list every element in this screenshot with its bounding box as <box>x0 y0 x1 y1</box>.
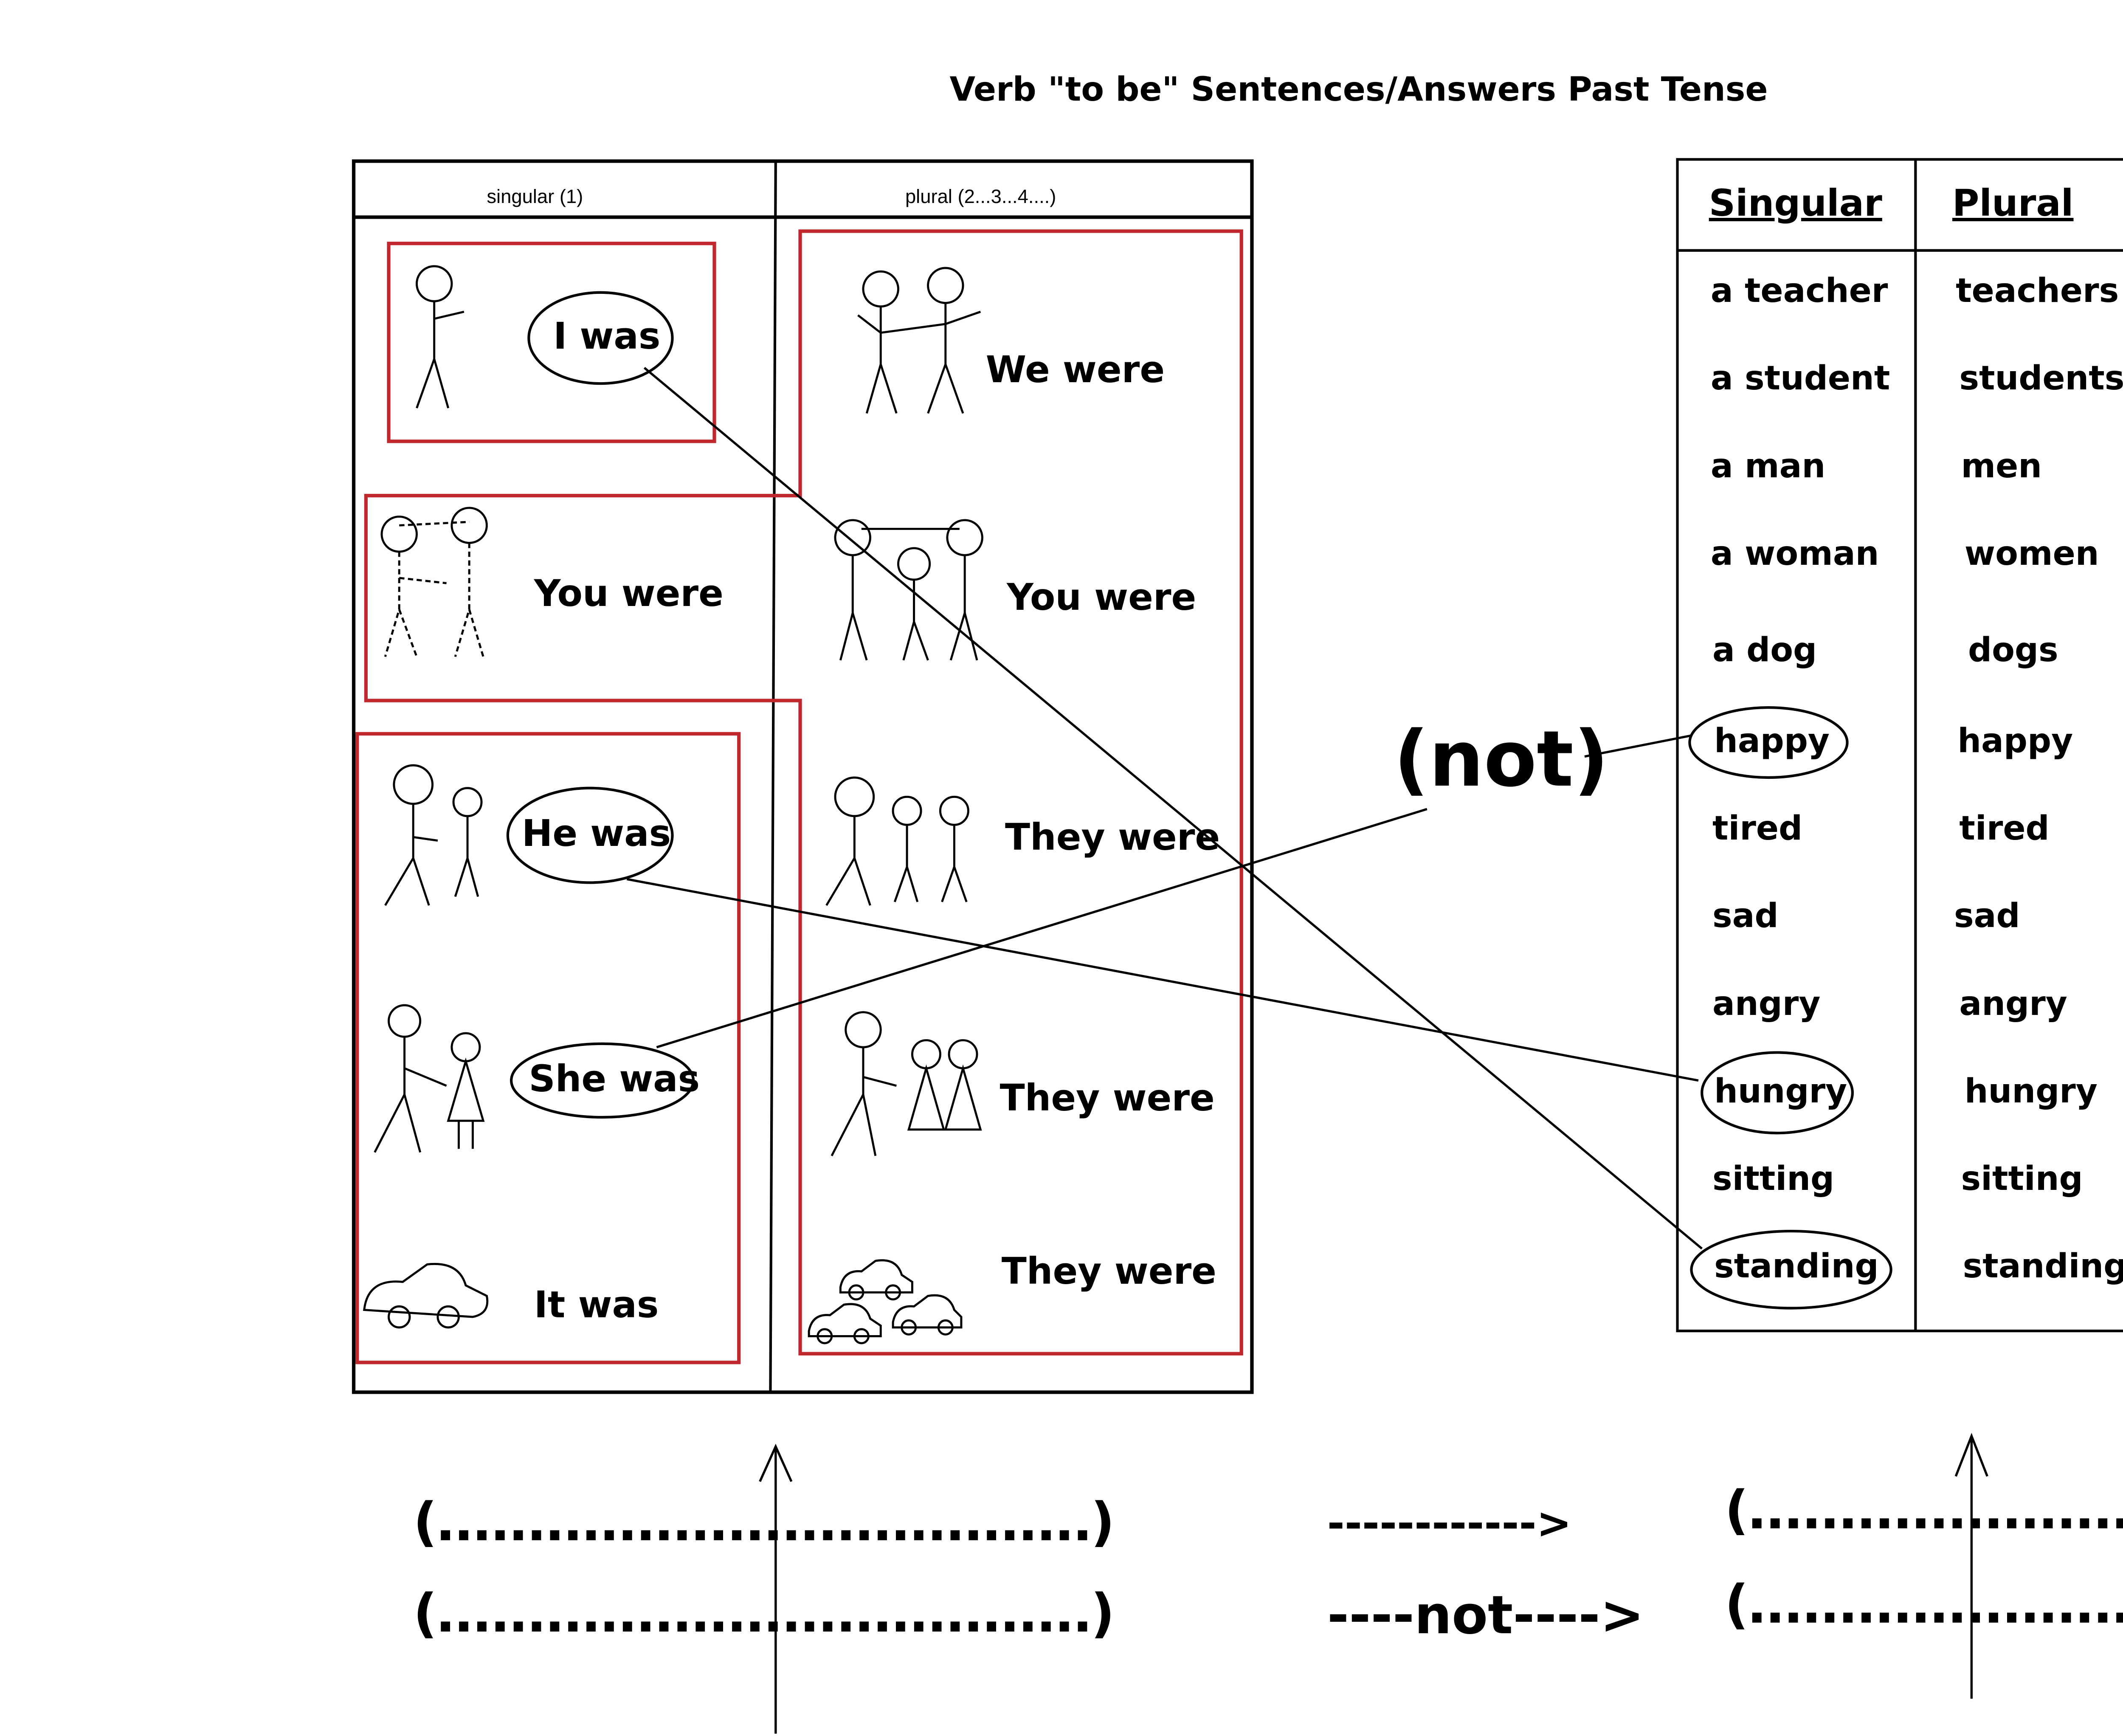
row-singular-cell: happy <box>1714 721 1830 760</box>
row-singular-cell: angry <box>1712 984 1821 1023</box>
header-plural: plural (2...3...4....) <box>905 186 1056 208</box>
header-plural-right: Plural <box>1952 182 2074 225</box>
label-they-were-3: They were <box>1001 1250 1216 1293</box>
blank-right-2: (.......................). <box>1724 1574 2123 1636</box>
right-table-grid <box>1676 158 2123 1333</box>
row-plural-cell: men <box>1961 446 2042 485</box>
left-table-grid <box>352 159 1254 1394</box>
figure-we <box>857 267 981 414</box>
header-singular-right: Singular <box>1709 182 1882 225</box>
header-singular: singular (1) <box>487 186 583 208</box>
label-he-was: He was <box>521 812 671 855</box>
row-plural-cell: hungry <box>1964 1071 2098 1110</box>
figure-i <box>415 265 465 409</box>
blank-left-2: (....................................) <box>413 1583 1115 1644</box>
arrow-affirmative: ------------> <box>1327 1499 1572 1548</box>
row-singular-cell: a dog <box>1712 630 1817 669</box>
row-plural-cell: sad <box>1954 896 2020 936</box>
label-we-were: We were <box>985 348 1165 391</box>
row-singular-cell: sad <box>1712 896 1779 936</box>
figure-she <box>374 1004 485 1153</box>
row-plural-cell: angry <box>1959 984 2067 1023</box>
figure-he <box>384 764 483 906</box>
row-singular-cell: a teacher <box>1710 271 1888 310</box>
figure-you-sg <box>380 507 488 657</box>
connecting-lines <box>626 367 1703 1250</box>
red-boxes <box>355 229 1243 1364</box>
label-you-were-singular: You were <box>534 572 724 615</box>
row-singular-cell: sitting <box>1712 1159 1835 1198</box>
stick-figures <box>363 265 983 1344</box>
row-plural-cell: women <box>1964 534 2099 573</box>
row-singular-cell: a woman <box>1710 534 1879 573</box>
row-singular-cell: tired <box>1712 809 1803 848</box>
figure-they2 <box>831 1011 982 1156</box>
row-singular-cell: hungry <box>1714 1071 1847 1110</box>
row-plural-cell: dogs <box>1968 630 2058 669</box>
label-they-were-1: They were <box>1005 816 1220 859</box>
row-plural-cell: sitting <box>1961 1159 2083 1198</box>
row-singular-cell: a student <box>1710 359 1890 398</box>
arrow-negative: ----not----> <box>1327 1584 1644 1646</box>
figure-they1 <box>825 776 969 906</box>
row-singular-cell: a man <box>1710 446 1826 485</box>
blank-left-1: (....................................) <box>413 1492 1115 1553</box>
row-plural-cell: students <box>1959 359 2123 398</box>
label-it-was: It was <box>534 1283 659 1326</box>
car-icons-plural <box>808 1259 963 1344</box>
label-you-were-plural: You were <box>1007 576 1197 619</box>
page-title: Verb "to be" Sentences/Answers Past Tens… <box>949 70 1768 109</box>
timeline-arrows <box>759 1433 1988 1734</box>
not-label: (not) <box>1394 714 1609 804</box>
answer-circles <box>506 291 1892 1310</box>
row-plural-cell: tired <box>1959 809 2050 848</box>
label-i-was: I was <box>553 315 661 358</box>
label-they-were-2: They were <box>1000 1077 1215 1120</box>
row-plural-cell: happy <box>1957 721 2073 760</box>
label-she-was: She was <box>529 1057 700 1100</box>
car-icon-single <box>363 1263 489 1329</box>
row-plural-cell: teachers <box>1956 271 2119 310</box>
row-singular-cell: standing <box>1714 1247 1879 1286</box>
blank-right-1: (.......................). <box>1724 1480 2123 1541</box>
row-plural-cell: standing <box>1963 1247 2123 1286</box>
figure-you-pl <box>834 519 983 661</box>
